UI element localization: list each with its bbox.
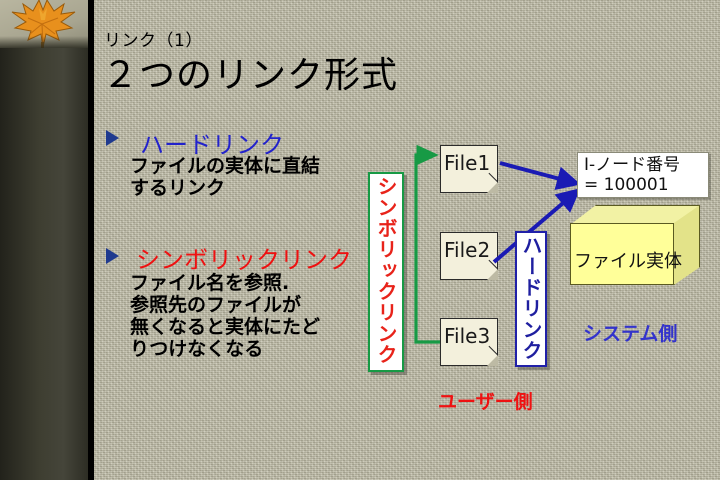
slide-title: ２つのリンク形式 [102,55,399,96]
sidebar-black-strip [88,0,94,480]
file-body-cube: ファイル実体 [570,205,702,287]
leaf-patch-shadow [0,36,88,48]
page-fold-line-icon [488,345,498,355]
file-box-1-label: File1 [444,151,491,175]
file-box-1[interactable]: File1 [440,145,498,193]
bullet-body-hardlink: ファイルの実体に直結 するリンク [130,155,321,199]
file-box-3[interactable]: File3 [440,318,498,366]
inode-number-callout: I-ノード番号 = 100001 [577,152,709,198]
page-fold-line-icon [488,259,498,269]
symlink-vertical-text: シンボリックリンク [374,176,398,365]
page-fold-icon [487,182,498,193]
sidebar-decoration [0,0,88,480]
bullet-body-symlink: ファイル名を参照. 参照先のファイルが 無くなると実体にたど りつけなくなる [130,272,321,360]
inode-line-1: I-ノード番号 [584,155,681,175]
bullet-heading-symlink: シンボリックリンク [136,246,352,274]
bullet-heading-hardlink: ハードリンク [140,131,284,159]
slide-kicker: リンク（1） [104,31,203,51]
inode-line-2: = 100001 [584,175,669,195]
cube-label: ファイル実体 [574,251,682,272]
caption-user-side: ユーザー側 [438,391,533,413]
page-fold-icon [487,269,498,280]
symlink-vertical-label: シンボリックリンク [368,172,404,372]
file-box-2[interactable]: File2 [440,232,498,280]
hardlink-vertical-text: ハードリンク [519,235,543,361]
leaf-photo-patch [0,0,88,48]
page-fold-icon [487,355,498,366]
file-box-3-label: File3 [444,324,491,348]
hardlink-vertical-label: ハードリンク [515,231,547,367]
bullet-marker-symlink [106,248,119,264]
bullet-marker-hardlink [106,130,119,146]
page-fold-line-icon [488,172,498,182]
file-box-2-label: File2 [444,238,491,262]
caption-system-side: システム側 [583,323,678,345]
